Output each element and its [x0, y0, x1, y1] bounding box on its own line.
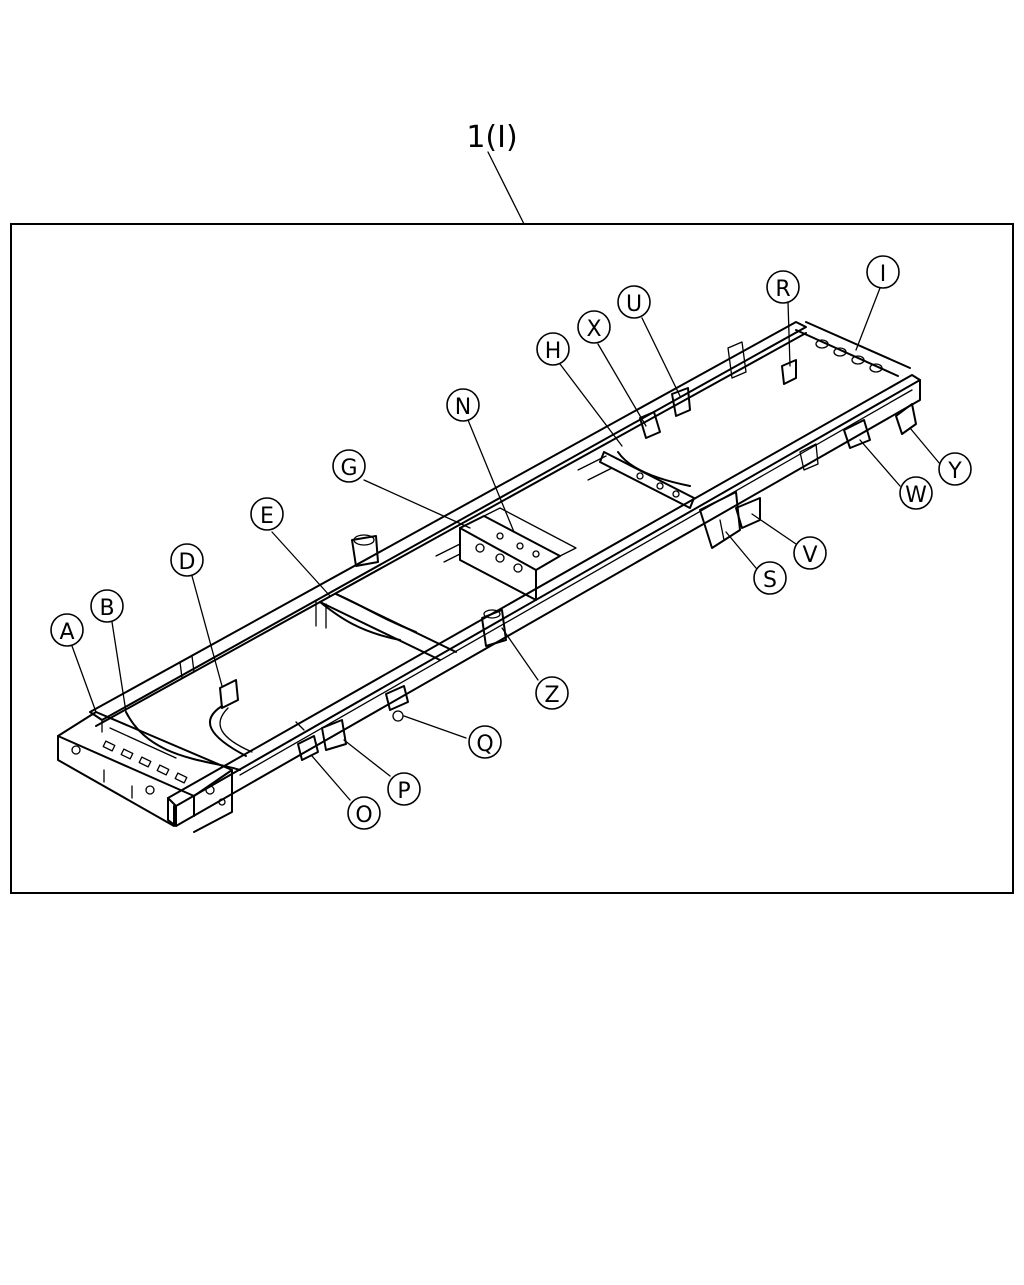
callout-S: S [753, 561, 787, 595]
svg-text:I: I [880, 262, 887, 287]
callout-D: D [170, 543, 204, 577]
chassis-frame [57, 321, 921, 833]
svg-text:P: P [397, 779, 410, 804]
svg-text:N: N [455, 395, 471, 420]
callout-P: P [387, 772, 421, 806]
svg-text:W: W [905, 483, 927, 508]
svg-text:X: X [586, 317, 601, 342]
callout-G: G [332, 449, 366, 483]
callout-U: U [617, 285, 651, 319]
svg-text:D: D [179, 550, 196, 575]
diagram-frame [10, 223, 1014, 894]
callout-R: R [766, 270, 800, 304]
svg-text:B: B [99, 596, 114, 621]
callout-A: A [50, 613, 84, 647]
callout-B: B [90, 589, 124, 623]
svg-text:E: E [260, 504, 274, 529]
svg-text:A: A [59, 620, 74, 645]
callout-V: V [793, 536, 827, 570]
svg-text:U: U [626, 292, 642, 317]
callout-I: I [866, 255, 900, 289]
callout-E: E [250, 497, 284, 531]
svg-text:Y: Y [947, 459, 962, 484]
svg-text:O: O [355, 803, 372, 828]
svg-text:H: H [545, 339, 562, 364]
callout-H: H [536, 332, 570, 366]
callout-N: N [446, 388, 480, 422]
callout-W: W [899, 476, 933, 510]
assembly-title: 1(I) [466, 120, 517, 155]
svg-text:G: G [340, 456, 357, 481]
svg-text:Q: Q [476, 732, 493, 757]
svg-text:Z: Z [544, 683, 559, 708]
callout-X: X [577, 310, 611, 344]
svg-text:S: S [763, 568, 777, 593]
svg-text:R: R [775, 277, 790, 302]
callout-Z: Z [535, 676, 569, 710]
title-leader [487, 151, 525, 225]
svg-text:V: V [802, 543, 817, 568]
callout-Q: Q [468, 725, 502, 759]
callout-O: O [347, 796, 381, 830]
leader-lines [71, 287, 941, 801]
callout-Y: Y [938, 452, 972, 486]
